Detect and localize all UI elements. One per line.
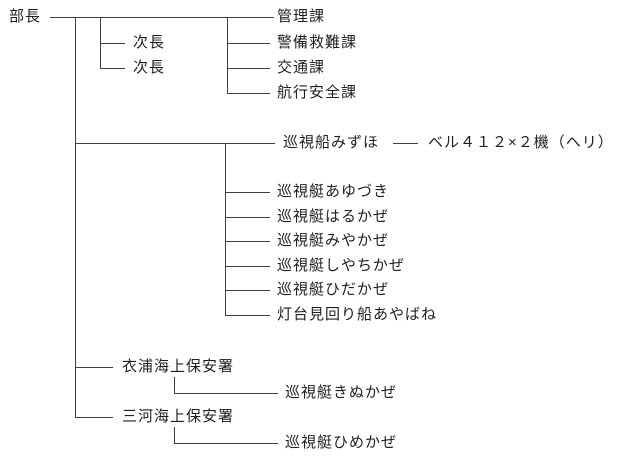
connector-station-2 <box>75 417 113 418</box>
node-station-kinuura: 衣浦海上保安署 <box>122 358 235 375</box>
node-boat-ayuzuki: 巡視艇あゆづき <box>277 183 390 200</box>
connector-station-1-elbow-v <box>174 377 175 394</box>
connector-section-3 <box>227 68 270 69</box>
connector-station-1 <box>75 367 113 368</box>
connector-boat-5 <box>225 290 270 291</box>
connector-deputy-1 <box>100 43 125 44</box>
connector-vessel-branch <box>75 143 275 144</box>
node-boat-ayabane: 灯台見回り船あやばね <box>277 306 438 323</box>
node-deputy-1: 次長 <box>133 34 166 51</box>
connector-boat-1 <box>225 192 270 193</box>
node-deputy-2: 次長 <box>133 59 166 76</box>
connector-boat-6 <box>225 315 270 316</box>
node-director: 部長 <box>9 8 42 25</box>
connector-root-top <box>50 17 274 18</box>
node-boat-shiyachikaze: 巡視艇しやちかぜ <box>277 257 405 274</box>
connector-deputy-2 <box>100 68 125 69</box>
node-boat-harukaze: 巡視艇はるかぜ <box>277 208 390 225</box>
connector-boat-2 <box>225 217 270 218</box>
node-vessel-attachment: ベル４１２×２機（ヘリ） <box>428 134 614 151</box>
connector-sections-vertical <box>227 17 228 94</box>
connector-section-2 <box>227 43 270 44</box>
connector-boat-3 <box>225 241 270 242</box>
node-boat-kinukaze: 巡視艇きぬかぜ <box>285 384 398 401</box>
node-section-traffic: 交通課 <box>277 59 326 76</box>
connector-vessel-attachment <box>393 143 418 144</box>
node-boat-himekaze: 巡視艇ひめかぜ <box>285 434 398 451</box>
connector-section-4 <box>227 93 270 94</box>
connector-station-1-elbow-h <box>174 393 278 394</box>
node-section-admin: 管理課 <box>277 8 326 25</box>
node-boat-hidakaze: 巡視艇ひだかぜ <box>277 281 390 298</box>
node-patrol-vessel: 巡視船みずほ <box>283 134 380 151</box>
connector-station-2-elbow-v <box>174 427 175 444</box>
connector-boats-vertical <box>225 143 226 316</box>
connector-main-vertical <box>75 17 76 418</box>
node-station-mikawa: 三河海上保安署 <box>122 408 235 425</box>
connector-boat-4 <box>225 266 270 267</box>
node-boat-miyakaze: 巡視艇みやかぜ <box>277 232 390 249</box>
node-section-security: 警備救難課 <box>277 34 358 51</box>
connector-station-2-elbow-h <box>174 443 278 444</box>
node-section-navsafety: 航行安全課 <box>277 84 358 101</box>
